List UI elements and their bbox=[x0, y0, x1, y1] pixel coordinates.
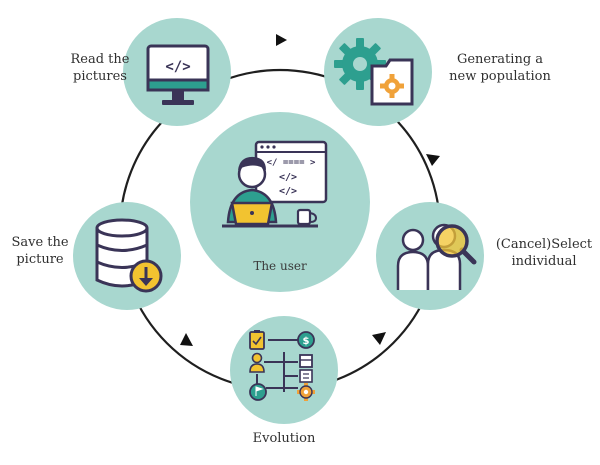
svg-text:</>: </> bbox=[279, 186, 297, 197]
read-pictures-label: Read the pictures bbox=[70, 52, 130, 84]
user-node: </ ==== > </> </> bbox=[190, 112, 370, 292]
evolution-node: $ bbox=[230, 316, 338, 424]
svg-text:</>: </> bbox=[279, 172, 297, 183]
arrow-right-icon bbox=[426, 154, 440, 166]
gear-folder-icon bbox=[334, 38, 414, 106]
svg-text:</ ==== >: </ ==== > bbox=[267, 158, 316, 168]
evolution-label: Evolution bbox=[252, 431, 316, 446]
monitor-code-icon: </> bbox=[146, 44, 210, 105]
generate-population-label: Generating a new population bbox=[449, 52, 551, 84]
generate-population-node bbox=[324, 18, 432, 126]
arrow-top-icon bbox=[276, 34, 287, 46]
select-individual-label: (Cancel)Select individual bbox=[495, 237, 593, 269]
database-download-icon bbox=[95, 218, 163, 293]
arrow-bottom-left-icon bbox=[180, 333, 193, 346]
save-picture-label: Save the picture bbox=[11, 235, 69, 267]
svg-text:$: $ bbox=[303, 336, 310, 347]
read-pictures-node: </> bbox=[123, 18, 231, 126]
user-label: The user bbox=[253, 259, 307, 273]
user-coding-icon: </ ==== > </> </> bbox=[222, 140, 328, 228]
save-picture-node bbox=[73, 202, 181, 310]
org-chart-icon: $ bbox=[249, 330, 315, 401]
select-individual-node bbox=[376, 202, 484, 310]
svg-text:</>: </> bbox=[165, 59, 190, 75]
users-magnifier-icon bbox=[396, 223, 477, 290]
arrow-bottom-right-icon bbox=[372, 332, 386, 345]
